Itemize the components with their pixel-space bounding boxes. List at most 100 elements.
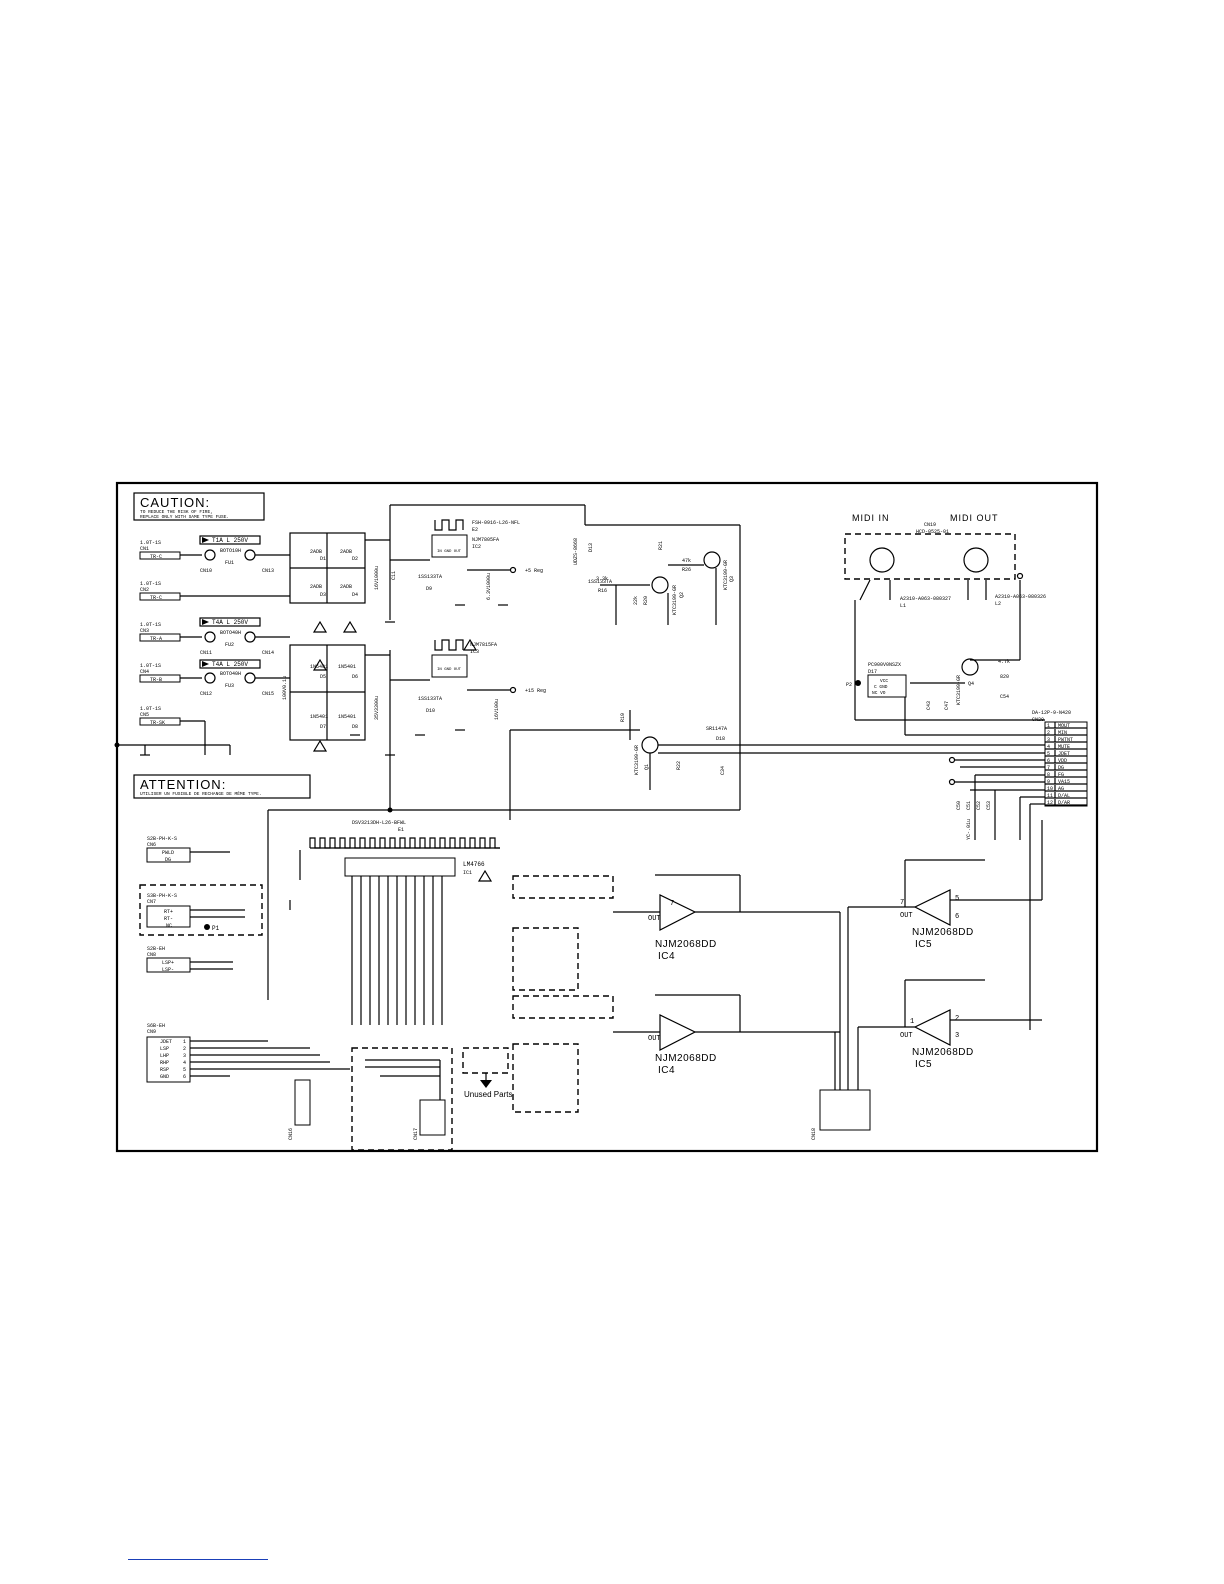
fu3-holder: BOTO40H: [220, 671, 241, 677]
cn9-pin-name: LSP: [160, 1046, 169, 1052]
cn20-pin-name: MOUT: [1058, 723, 1070, 729]
d7-part: 1N5401: [310, 714, 328, 720]
d14-part: 1SS133TA: [588, 579, 612, 585]
cn9-pin-number: 6: [183, 1074, 186, 1080]
svg-text:1: 1: [910, 1018, 914, 1026]
cn9-pin-number: 1: [183, 1039, 186, 1045]
fu1-cn-b: CN13: [262, 568, 274, 574]
cn20-pin-name: PWTNT: [1058, 737, 1073, 743]
ic5b-part: NJM2068DD: [912, 1047, 974, 1058]
d17-pin-gnd: C GND: [874, 684, 888, 690]
svg-text:7: 7: [900, 899, 904, 907]
d10-ref: D10: [426, 708, 435, 714]
cn20-pin-number: 2: [1047, 730, 1050, 736]
cn4-part: 1.0T-1S: [140, 663, 161, 669]
cn20-pin-name: MUTE: [1058, 744, 1070, 750]
cn20-pin-number: 9: [1047, 779, 1050, 785]
ic1-ref: IC1: [463, 870, 472, 876]
q3-part: KTC3199-GR: [723, 560, 729, 590]
ic5b-ref: IC5: [915, 1059, 932, 1070]
heatsink-fins: [309, 837, 500, 849]
lower-section: CN16 CN17 Unused Parts: [288, 1047, 512, 1151]
r21-ref: R21: [658, 541, 664, 550]
svg-text:OUT: OUT: [648, 915, 661, 923]
d10-part: 1SS133TA: [418, 696, 442, 702]
ground-symbols: [350, 604, 508, 756]
svg-text:6: 6: [955, 913, 959, 921]
opamp-ic5a-icon: [913, 889, 951, 926]
d9-ref: D9: [426, 586, 432, 592]
cn4-pin: TR-B: [150, 677, 162, 683]
cn8-ref: CN8: [147, 952, 156, 958]
cn2-part: 1.0T-1S: [140, 581, 161, 587]
cn1-pin: TR-C: [150, 554, 162, 560]
fu2-cn-b: CN14: [262, 650, 274, 656]
r-4k7: 4.7k: [998, 659, 1010, 665]
c43-ref: C43: [926, 701, 932, 710]
cn9-pin-name: RSP: [160, 1067, 169, 1073]
fu3-cn-a: CN12: [200, 691, 212, 697]
opamp-ic4b-icon: [659, 1014, 697, 1051]
cn9-pin-number: 4: [183, 1060, 186, 1066]
cn7-part: S3B-PH-K-S: [147, 893, 177, 899]
left-connectors: S2B-PH-K-S CN6 PWLD DG S3B-PH-K-S CN7 RT…: [139, 836, 350, 1083]
ic4b-part: NJM2068DD: [655, 1053, 717, 1064]
q1-ref: Q1: [644, 764, 650, 770]
fu3-ref: FU3: [225, 683, 234, 689]
cn6-pin-2: DG: [165, 857, 171, 863]
fu1-cn-a: CN10: [200, 568, 212, 574]
rail-15v: +15 Reg: [525, 688, 546, 694]
ic2-part: NJM7805FA: [472, 537, 499, 543]
arrow-down-icon: [480, 1080, 492, 1088]
svg-text:OUT: OUT: [648, 1035, 661, 1043]
fu2-rating: T4A L 250V: [212, 619, 248, 626]
p1-label: P1: [212, 925, 220, 932]
svg-text:5: 5: [955, 895, 959, 903]
svg-text:IN GND OUT: IN GND OUT: [437, 668, 462, 672]
ic5a-part: NJM2068DD: [912, 927, 974, 938]
opamp-ic4a-icon: [659, 894, 697, 931]
cn20-pin-name: FG: [1058, 772, 1064, 778]
cn20-cap-value: YC-.01u: [966, 819, 972, 840]
power-input-connectors: 1.0T-1S CN1 TR-C 1.0T-1S CN2 TR-C 1.0T-1…: [114, 540, 290, 756]
caution-line-1: TO REDUCE THE RISK OF FIRE,: [140, 509, 213, 515]
cn8-pin-2: LSP-: [162, 967, 174, 973]
l2-ref: L2: [995, 601, 1001, 607]
cn20-ref: CN20: [1032, 717, 1044, 723]
cap-value-16v: 16V1000u: [374, 566, 380, 590]
d3-ref: D3: [320, 592, 326, 598]
warning-icons: [312, 620, 493, 882]
c34-ref: C34: [720, 766, 726, 775]
regulator-ic2: FSH-0916-L26-NFL E2 NJM7805FA IC2 IN GND…: [374, 519, 543, 600]
warning-icon: [312, 658, 328, 671]
regulator-ic3: NJM7815FA IC3 IN GND OUT 1SS133TA D10 +1…: [374, 639, 546, 720]
cn16-ref: CN16: [288, 1128, 294, 1140]
svg-text:OUT: OUT: [900, 912, 913, 920]
warning-icon: [312, 620, 328, 633]
warning-icon: [342, 620, 358, 633]
d8-part: 1N5401: [338, 714, 356, 720]
transistor-q3-icon: [703, 551, 721, 569]
warning-icon: [312, 739, 328, 752]
attention-title: ATTENTION:: [140, 777, 226, 792]
midi-out-jack-icon: [963, 547, 989, 573]
d17-ref: D17: [868, 669, 877, 675]
ic1-part: LM4766: [463, 861, 485, 868]
cn20-pin-number: 1: [1047, 723, 1050, 729]
d8-ref: D8: [352, 724, 358, 730]
cn20-pin-name: JDET: [1058, 751, 1070, 757]
l1-ref: L1: [900, 603, 906, 609]
caution-title: CAUTION:: [140, 495, 210, 510]
cn9-part: S6B-EH: [147, 1023, 165, 1029]
c11-ref: C11: [391, 571, 397, 580]
fuses: T1A L 250V BOTO10H FU1 CN10 CN13 T4A L 2…: [199, 535, 290, 697]
cn20-part: DA-12P-9-N420: [1032, 710, 1071, 716]
caution-line-2: REPLACE ONLY WITH SAME TYPE FUSE.: [140, 514, 229, 520]
d1-part: 2ADB: [310, 549, 322, 555]
ic3-part: NJM7815FA: [470, 642, 497, 648]
d13-ref: D13: [588, 543, 594, 552]
transistor-q1-icon: [641, 736, 659, 754]
